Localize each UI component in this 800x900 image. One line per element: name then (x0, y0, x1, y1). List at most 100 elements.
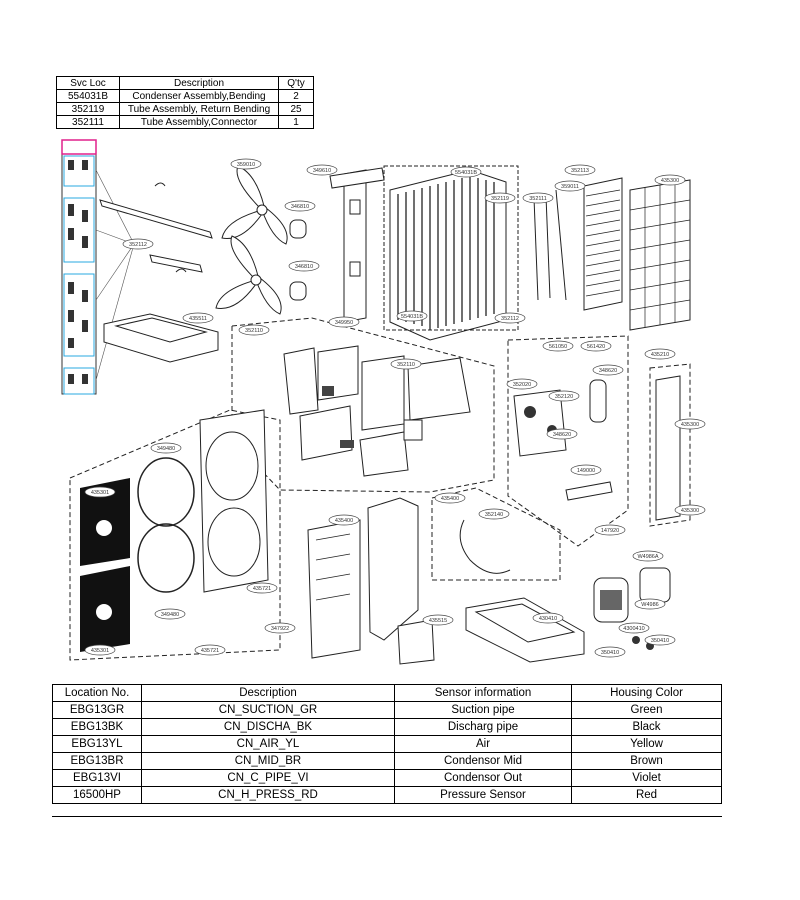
base-pan-part (465, 597, 585, 663)
callout: 352120 (555, 394, 573, 400)
sensor-table-header: Housing Color (571, 684, 722, 702)
sensor-cell: EBG13BK (52, 718, 142, 736)
callout: 352111 (529, 196, 547, 202)
callout: 349950 (335, 320, 353, 326)
sensor-cell: Green (571, 701, 722, 719)
sensor-cell: Condensor Mid (394, 752, 572, 770)
callout: 352113 (571, 168, 589, 174)
sensor-cell: EBG13YL (52, 735, 142, 753)
callout: 147920 (601, 528, 619, 534)
side-rail-part (61, 139, 97, 395)
parts-cell: Tube Assembly,Connector (119, 115, 279, 129)
sensor-cell: Violet (571, 769, 722, 787)
callout: 359010 (237, 162, 255, 168)
callout: 352110 (397, 362, 415, 368)
callout: 347922 (271, 626, 289, 632)
callout: 352020 (513, 382, 531, 388)
tube-assembly-part (533, 189, 567, 301)
sensor-cell: 16500HP (52, 786, 142, 804)
sensor-cell: Condensor Out (394, 769, 572, 787)
callout: 352112 (129, 242, 147, 248)
callout: 349480 (161, 612, 179, 618)
divider (52, 816, 722, 817)
callout: 435300 (681, 422, 699, 428)
callout: W4986 (641, 602, 658, 608)
callout: 352140 (485, 512, 503, 518)
sensor-table-header: Description (141, 684, 395, 702)
callout-labels: 359010 349610 554031B 352119 352111 3521… (84, 158, 706, 658)
pipe-part (459, 519, 511, 574)
callout: 430410 (539, 616, 557, 622)
sensor-table-row: EBG13VI CN_C_PIPE_VI Condensor Out Viole… (52, 769, 722, 787)
sensor-cell: Pressure Sensor (394, 786, 572, 804)
sensor-cell: Suction pipe (394, 701, 572, 719)
top-cover-part (103, 313, 219, 363)
sensor-cell: Air (394, 735, 572, 753)
callout: 348620 (599, 368, 617, 374)
callout: 435721 (253, 586, 271, 592)
sensor-cell: EBG13GR (52, 701, 142, 719)
callout: 435301 (91, 648, 109, 654)
callout: 359011 (561, 184, 579, 190)
sensor-cell: Brown (571, 752, 722, 770)
clip-part (154, 182, 187, 273)
parts-cell: 1 (278, 115, 314, 129)
parts-table-header-row: Svc Loc Description Q'ty (56, 76, 314, 90)
callout: 352110 (245, 328, 263, 334)
sensor-table-header: Location No. (52, 684, 142, 702)
sensor-cell: CN_DISCHA_BK (141, 718, 395, 736)
side-grille-part (583, 177, 623, 311)
callout: 350410 (651, 638, 669, 644)
valve-assembly-part (513, 379, 613, 501)
parts-table-row: 352111 Tube Assembly,Connector 1 (56, 115, 314, 129)
callout: 4300410 (623, 626, 644, 632)
sensor-cell: CN_AIR_YL (141, 735, 395, 753)
right-panel-part (649, 363, 691, 527)
callout: 435300 (661, 178, 679, 184)
callout: 435515 (429, 618, 447, 624)
parts-table: Svc Loc Description Q'ty 554031B Condens… (56, 76, 314, 129)
sensor-cell: EBG13VI (52, 769, 142, 787)
sensor-table-row: EBG13YL CN_AIR_YL Air Yellow (52, 735, 722, 753)
sensor-cell: EBG13BR (52, 752, 142, 770)
callout: 352112 (501, 316, 519, 322)
sensor-cell: CN_MID_BR (141, 752, 395, 770)
front-grille-part (80, 478, 130, 652)
parts-table-row: 554031B Condenser Assembly,Bending 2 (56, 89, 314, 103)
control-box-part (283, 345, 471, 477)
callout: 352119 (491, 196, 509, 202)
service-panel-part (307, 519, 361, 659)
side-cover-part (367, 497, 419, 641)
wire-guard-part (629, 179, 691, 331)
pipe-region-outline (431, 487, 561, 581)
sensor-cell: CN_SUCTION_GR (141, 701, 395, 719)
sensor-cell: Yellow (571, 735, 722, 753)
callout: 346810 (295, 264, 313, 270)
callout: 350410 (601, 650, 619, 656)
sensor-table-row: EBG13GR CN_SUCTION_GR Suction pipe Green (52, 701, 722, 719)
parts-table-row: 352119 Tube Assembly, Return Bending 25 (56, 102, 314, 116)
sensor-cell: CN_H_PRESS_RD (141, 786, 395, 804)
fan-guard-ring-part (137, 457, 195, 593)
callout: 435300 (681, 508, 699, 514)
bracket-strip (99, 199, 213, 239)
sensor-cell: Black (571, 718, 722, 736)
sensor-cell: Red (571, 786, 722, 804)
callout: 346810 (291, 204, 309, 210)
front-panel-part (199, 409, 269, 593)
sensor-cell: CN_C_PIPE_VI (141, 769, 395, 787)
leader-lines (95, 169, 135, 381)
motor-bracket-part (329, 167, 385, 323)
sensor-table-row: EBG13BR CN_MID_BR Condensor Mid Brown (52, 752, 722, 770)
callout: 435400 (335, 518, 353, 524)
sensor-table-header: Sensor information (394, 684, 572, 702)
callout: 554031B (401, 314, 423, 320)
callout: 349610 (313, 168, 331, 174)
callout: 554031B (455, 170, 477, 176)
sensor-table-header-row: Location No. Description Sensor informat… (52, 684, 722, 702)
sensor-cell: Discharg pipe (394, 718, 572, 736)
sensor-table-row: 16500HP CN_H_PRESS_RD Pressure Sensor Re… (52, 786, 722, 804)
callout: 435400 (441, 496, 459, 502)
sensor-table: Location No. Description Sensor informat… (52, 684, 722, 804)
